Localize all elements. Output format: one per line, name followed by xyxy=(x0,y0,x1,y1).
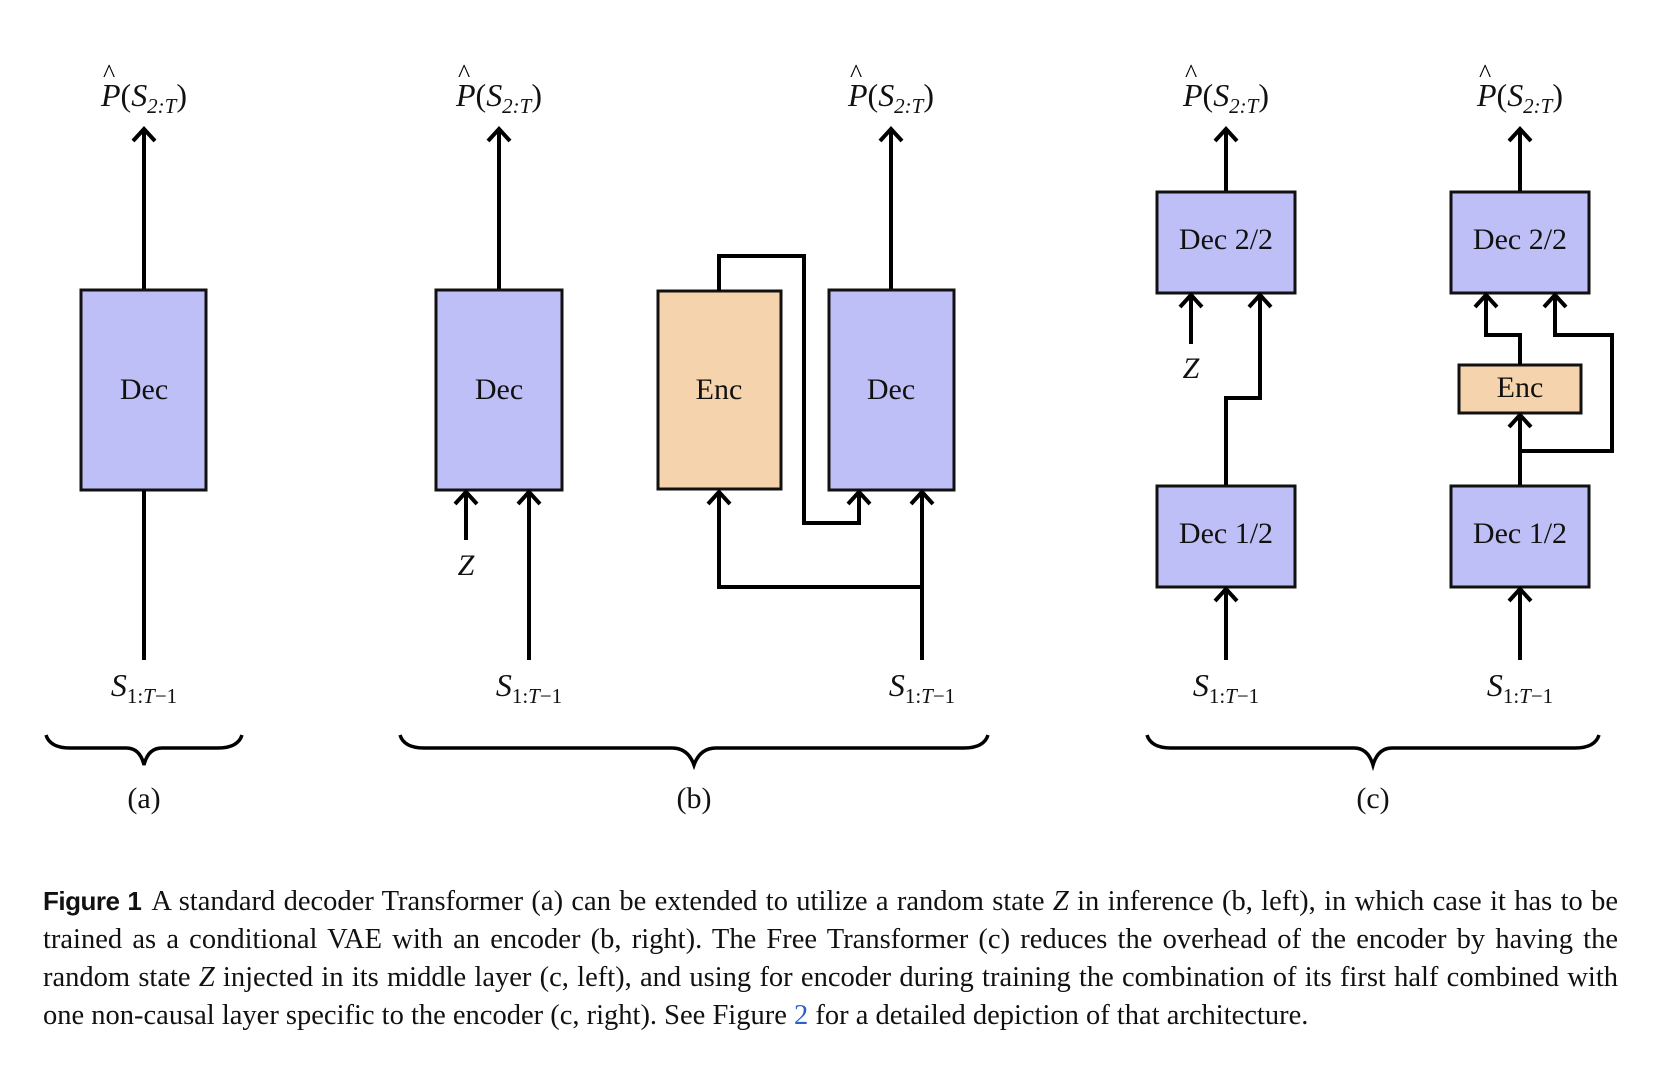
encoder-to-decoder-wire xyxy=(1484,296,1522,365)
decoder-block[interactable] xyxy=(827,288,956,492)
decoder-lower-block[interactable] xyxy=(1155,484,1297,589)
decoder-upper-block[interactable] xyxy=(1449,190,1591,295)
output-label: P(S2:T) ^ xyxy=(847,59,934,118)
caption-text-3: injected in its middle layer (c, left), … xyxy=(43,961,1618,1032)
output-label: P(S2:T) ^ xyxy=(100,59,187,118)
input-label: S1:T−1 xyxy=(1487,667,1553,708)
arrowhead-icon xyxy=(1473,292,1499,309)
arrowhead-icon xyxy=(878,126,904,143)
decoder-upper-label: Dec 2/2 xyxy=(1179,223,1273,256)
svg-text:P(S2:T): P(S2:T) xyxy=(455,77,542,118)
encoder-block[interactable] xyxy=(1457,363,1583,415)
arrowhead-icon xyxy=(1213,126,1239,143)
svg-text:P(S2:T): P(S2:T) xyxy=(847,77,934,118)
hat-accent: ^ xyxy=(458,59,470,88)
hat-accent: ^ xyxy=(1479,59,1491,88)
arrowhead-icon xyxy=(1213,586,1239,603)
panel-brace xyxy=(44,734,244,766)
decoder-lower-label: Dec 1/2 xyxy=(1473,517,1567,550)
arrowhead-icon xyxy=(486,126,512,143)
output-label: P(S2:T) ^ xyxy=(1182,59,1269,118)
figure-2-link[interactable]: 2 xyxy=(794,1000,809,1032)
decoder-label: Dec xyxy=(120,373,168,406)
decoder-upper-block[interactable] xyxy=(1155,190,1297,295)
panel-b-left: P(S2:T) ^ Dec Z S1:T−1 xyxy=(434,59,564,708)
figure-label: Figure 1 xyxy=(43,885,142,916)
hat-accent: ^ xyxy=(103,59,115,88)
input-to-encoder-wire xyxy=(717,492,922,589)
arrowhead-icon xyxy=(1507,586,1533,603)
encoder-block[interactable] xyxy=(656,289,783,491)
panel-label: (c) xyxy=(1356,782,1389,815)
hat-accent: ^ xyxy=(1185,59,1197,88)
caption-math-z: Z xyxy=(1052,885,1069,917)
encoder-label: Enc xyxy=(696,373,743,406)
panel-a: P(S2:T) ^ Dec S1:T−1 (a) xyxy=(44,59,244,815)
svg-text:P(S2:T): P(S2:T) xyxy=(100,77,187,118)
decoder-skip-wire xyxy=(1224,296,1262,486)
output-label: P(S2:T) ^ xyxy=(1476,59,1563,118)
encoder-label: Enc xyxy=(1497,371,1544,404)
output-prob-symbol: P xyxy=(100,77,121,113)
svg-text:P(S2:T): P(S2:T) xyxy=(1476,77,1563,118)
arrowhead-icon xyxy=(1507,126,1533,143)
panel-b-right: P(S2:T) ^ Enc Dec S1:T−1 xyxy=(656,59,956,708)
arrowhead-icon xyxy=(1507,412,1533,429)
input-label: S1:T−1 xyxy=(496,667,562,708)
arrowhead-icon xyxy=(1247,292,1273,309)
output-label: P(S2:T) ^ xyxy=(455,59,542,118)
panel-c-left: P(S2:T) ^ Dec 2/2 Z Dec 1/2 S1:T−1 xyxy=(1155,59,1297,708)
caption-math-z: Z xyxy=(198,961,215,993)
input-label: S1:T−1 xyxy=(889,667,955,708)
decoder-block[interactable] xyxy=(79,288,208,492)
svg-text:P(S2:T): P(S2:T) xyxy=(1182,77,1269,118)
arrowhead-icon xyxy=(909,489,935,506)
panel-c-right: P(S2:T) ^ Dec 2/2 Enc Dec 1/2 S1:T−1 xyxy=(1449,59,1614,708)
encoder-to-decoder-wire xyxy=(717,254,861,525)
decoder-upper-label: Dec 2/2 xyxy=(1473,223,1567,256)
figure-caption: Figure 1 A standard decoder Transformer (… xyxy=(43,882,1618,1036)
decoder-skip-wire xyxy=(1520,296,1614,453)
panel-label: (b) xyxy=(677,782,712,815)
decoder-lower-block[interactable] xyxy=(1449,484,1591,589)
input-label: S1:T−1 xyxy=(1193,667,1259,708)
decoder-block[interactable] xyxy=(434,288,564,492)
decoder-label: Dec xyxy=(867,373,915,406)
caption-text-4: for a detailed depiction of that archite… xyxy=(808,1000,1309,1032)
input-label: S1:T−1 xyxy=(111,667,177,708)
arrowhead-icon xyxy=(846,489,872,506)
decoder-label: Dec xyxy=(475,373,523,406)
hat-accent: ^ xyxy=(850,59,862,88)
arrowhead-icon xyxy=(1178,292,1204,309)
arrowhead-icon xyxy=(453,489,479,506)
arrowhead-icon xyxy=(516,489,542,506)
decoder-lower-label: Dec 1/2 xyxy=(1179,517,1273,550)
panel-label: (a) xyxy=(127,782,160,815)
arrowhead-icon xyxy=(706,489,732,506)
caption-text-2: in inference (b, left), in which case it… xyxy=(43,885,1618,993)
latent-z-label: Z xyxy=(1183,352,1200,385)
latent-z-label: Z xyxy=(458,549,475,582)
arrowhead-icon xyxy=(131,126,157,143)
arrowhead-icon xyxy=(1542,292,1568,309)
panel-brace xyxy=(1145,734,1601,772)
panel-brace xyxy=(398,734,990,771)
caption-text-1: A standard decoder Transformer (a) can b… xyxy=(151,885,1053,917)
figure-diagram: P(S2:T) ^ Dec S1:T−1 (a) P(S2:T) ^ Dec Z xyxy=(44,59,1614,815)
